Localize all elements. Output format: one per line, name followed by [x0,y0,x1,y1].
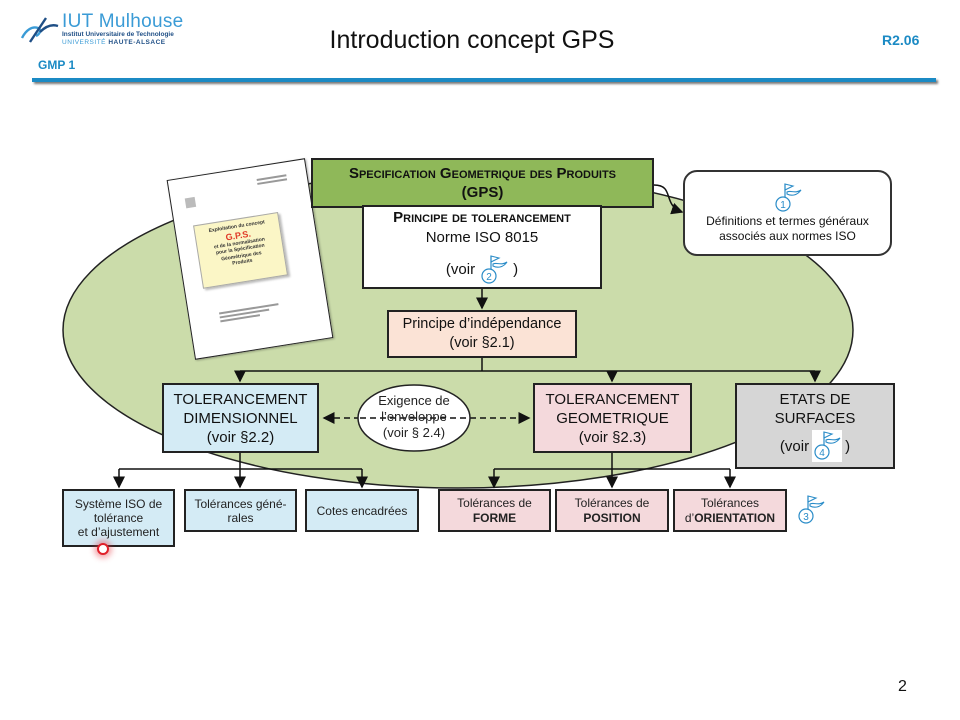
logo-subtitle: Institut Universitaire de Technologie [62,31,174,38]
flag-2-icon[interactable]: 2 [479,254,509,286]
independance-title: Principe d’indépendance [402,316,562,332]
voir-label: (voir [445,261,476,278]
independance-ref: (voir §2.1) [449,335,515,351]
principe-tolerancement-box: Principe de tolerancement Norme ISO 8015… [362,205,602,289]
orientation-line1: Tolérances [700,495,760,510]
document-cover-card: Exploitation du concept G.P.S. et de la … [193,212,289,289]
course-code: R2.06 [882,32,920,48]
cotes-encadrees-box: Cotes encadrées [305,489,419,532]
tolerancement-dimensionnel-box: TOLERANCEMENT DIMENSIONNEL (voir §2.2) [162,383,319,453]
definitions-line2: associés aux normes ISO [719,229,856,243]
svg-text:3: 3 [803,512,809,523]
pointer-indicator [97,543,109,555]
flag-3-icon[interactable]: 3 [798,495,825,524]
orientation-word: ORIENTATION [694,510,776,525]
tolerances-orientation-box: Tolérances d’ORIENTATION [673,489,787,532]
cotes-line1: Cotes encadrées [316,503,408,518]
connector-gps-definitions [653,184,684,215]
tolerances-forme-box: Tolérances de FORME [438,489,551,532]
iut-logo-icon [20,17,59,43]
tolerances-generales-box: Tolérances géné- rales [184,489,297,532]
flag-1-icon[interactable]: 1 [773,182,803,214]
systeme-line1: Système ISO de [74,497,163,511]
svg-text:1: 1 [780,200,786,211]
gps-box: Specification Geometrique des Produits (… [311,158,654,208]
enveloppe-ref: (voir § 2.4) [382,425,446,440]
dimensionnel-line2: DIMENSIONNEL [183,409,298,427]
flag-4-icon[interactable]: 4 [812,430,843,462]
principe-title: Principe de tolerancement [393,209,571,226]
systeme-line2: tolérance [93,511,144,525]
enveloppe-line2: l’enveloppe [381,409,447,424]
geometrique-ref: (voir §2.3) [578,428,647,446]
generales-line2: rales [227,510,254,525]
position-line2: POSITION [583,510,641,525]
enveloppe-text: Exigence de l’enveloppe (voir § 2.4) [358,393,470,441]
definitions-box: 1 Définitions et termes généraux associé… [683,170,892,256]
orientation-line2: d’ORIENTATION [685,511,775,526]
definitions-line1: Définitions et termes généraux [706,214,869,228]
dimensionnel-ref: (voir §2.2) [206,428,275,446]
generales-line1: Tolérances géné- [194,496,287,511]
position-line1: Tolérances de [574,495,650,510]
systeme-iso-box: Système ISO de tolérance et d’ajustement [62,489,175,547]
logo-title: IUT Mulhouse [62,11,184,32]
forme-line2: FORME [472,510,517,525]
gps-acronym: (GPS) [461,184,504,201]
university-prefix: UNIVERSITÉ [62,39,107,46]
tolerances-position-box: Tolérances de POSITION [555,489,669,532]
etats-voir: (voir 4 ) [780,430,850,462]
etats-line1: ETATS DE [779,391,851,408]
voir-close: ) [845,437,851,455]
forme-line1: Tolérances de [457,495,532,510]
slide-title: Introduction concept GPS [329,26,615,54]
dimensionnel-line1: TOLERANCEMENT [173,390,308,408]
voir-close: ) [513,261,519,278]
independance-box: Principe d’indépendance (voir §2.1) [387,310,577,358]
enveloppe-line1: Exigence de [378,393,450,408]
etats-line2: SURFACES [774,410,856,427]
section-label: GMP 1 [38,58,76,72]
svg-text:2: 2 [486,272,492,283]
geometrique-line1: TOLERANCEMENT [545,390,680,408]
svg-text:4: 4 [819,448,825,459]
geometrique-line2: GEOMETRIQUE [556,409,669,427]
gps-title: Specification Geometrique des Produits [348,165,617,182]
voir-label: (voir [779,437,810,455]
logo-university: UNIVERSITÉ HAUTE-ALSACE [62,39,166,46]
principe-voir: (voir 2 ) [446,254,518,286]
header-divider [32,78,936,82]
etats-de-surfaces-box: ETATS DE SURFACES (voir 4 ) [735,383,895,469]
systeme-line3: et d’ajustement [77,525,160,539]
tolerancement-geometrique-box: TOLERANCEMENT GEOMETRIQUE (voir §2.3) [533,383,692,453]
page-number: 2 [898,678,907,695]
document-thumbnail: Exploitation du concept G.P.S. et de la … [166,158,334,360]
university-name: HAUTE-ALSACE [108,39,166,46]
orientation-prefix: d’ [684,510,695,525]
principe-norme: Norme ISO 8015 [425,229,539,246]
